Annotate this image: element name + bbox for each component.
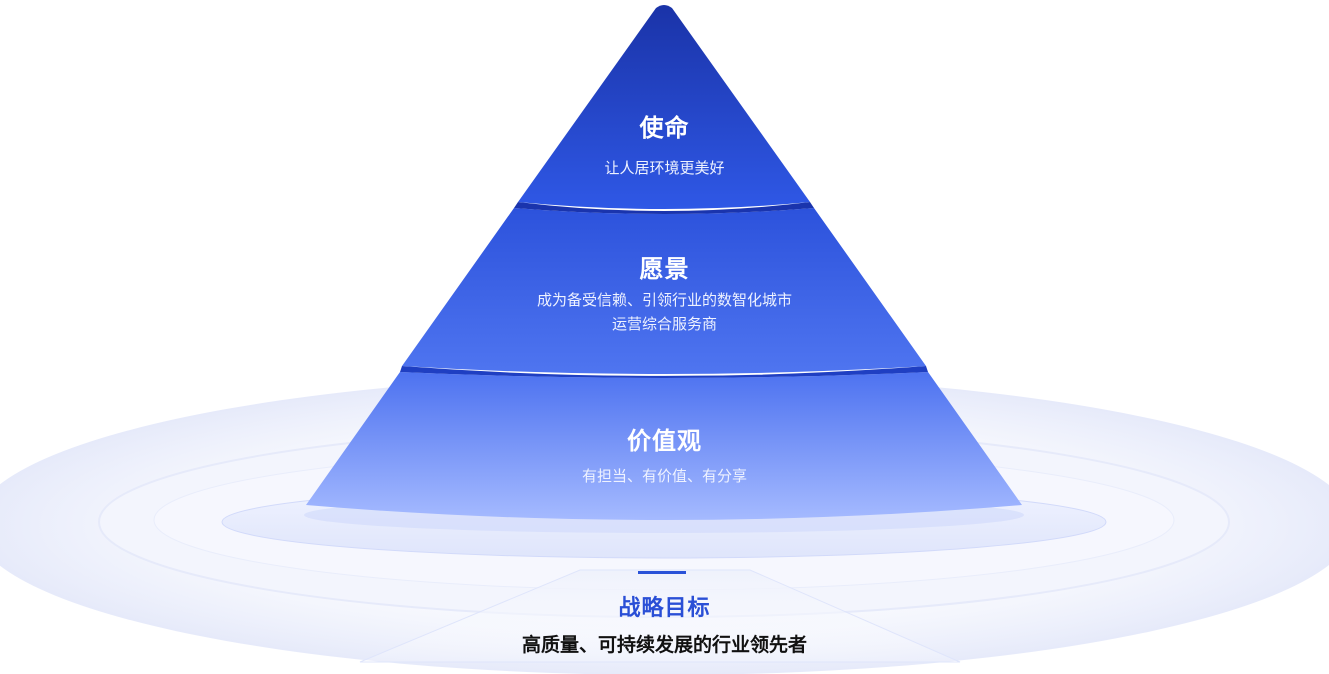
tier-desc-line: 有担当、有价值、有分享 (581, 467, 747, 485)
tier-desc-values: 有担当、有价值、有分享 (0, 464, 1329, 488)
tier-title-values: 价值观 (627, 427, 702, 455)
goal-marker (638, 571, 686, 574)
tier-bottom-shape (306, 372, 1022, 520)
goal-title: 战略目标 (618, 596, 711, 621)
tier-top-lip (514, 202, 814, 214)
tier-title-mission: 使命 (639, 114, 690, 142)
tier-desc-line: 成为备受信赖、引领行业的数智化城市 (536, 291, 792, 309)
tier-desc-mission: 让人居环境更美好 (0, 156, 1329, 180)
goal-desc: 高质量、可持续发展的行业领先者 (521, 634, 807, 656)
tier-desc-line: 运营综合服务商 (611, 315, 717, 333)
tier-mid-lip (400, 366, 928, 378)
light-beam (359, 569, 961, 663)
tier-title-vision: 愿景 (639, 255, 690, 283)
tier-desc-line: 让人居环境更美好 (604, 159, 725, 177)
tier-desc-vision: 成为备受信赖、引领行业的数智化城市 运营综合服务商 (0, 288, 1329, 336)
tier-top-shape (518, 5, 810, 209)
tier-mid-shape (402, 208, 926, 374)
